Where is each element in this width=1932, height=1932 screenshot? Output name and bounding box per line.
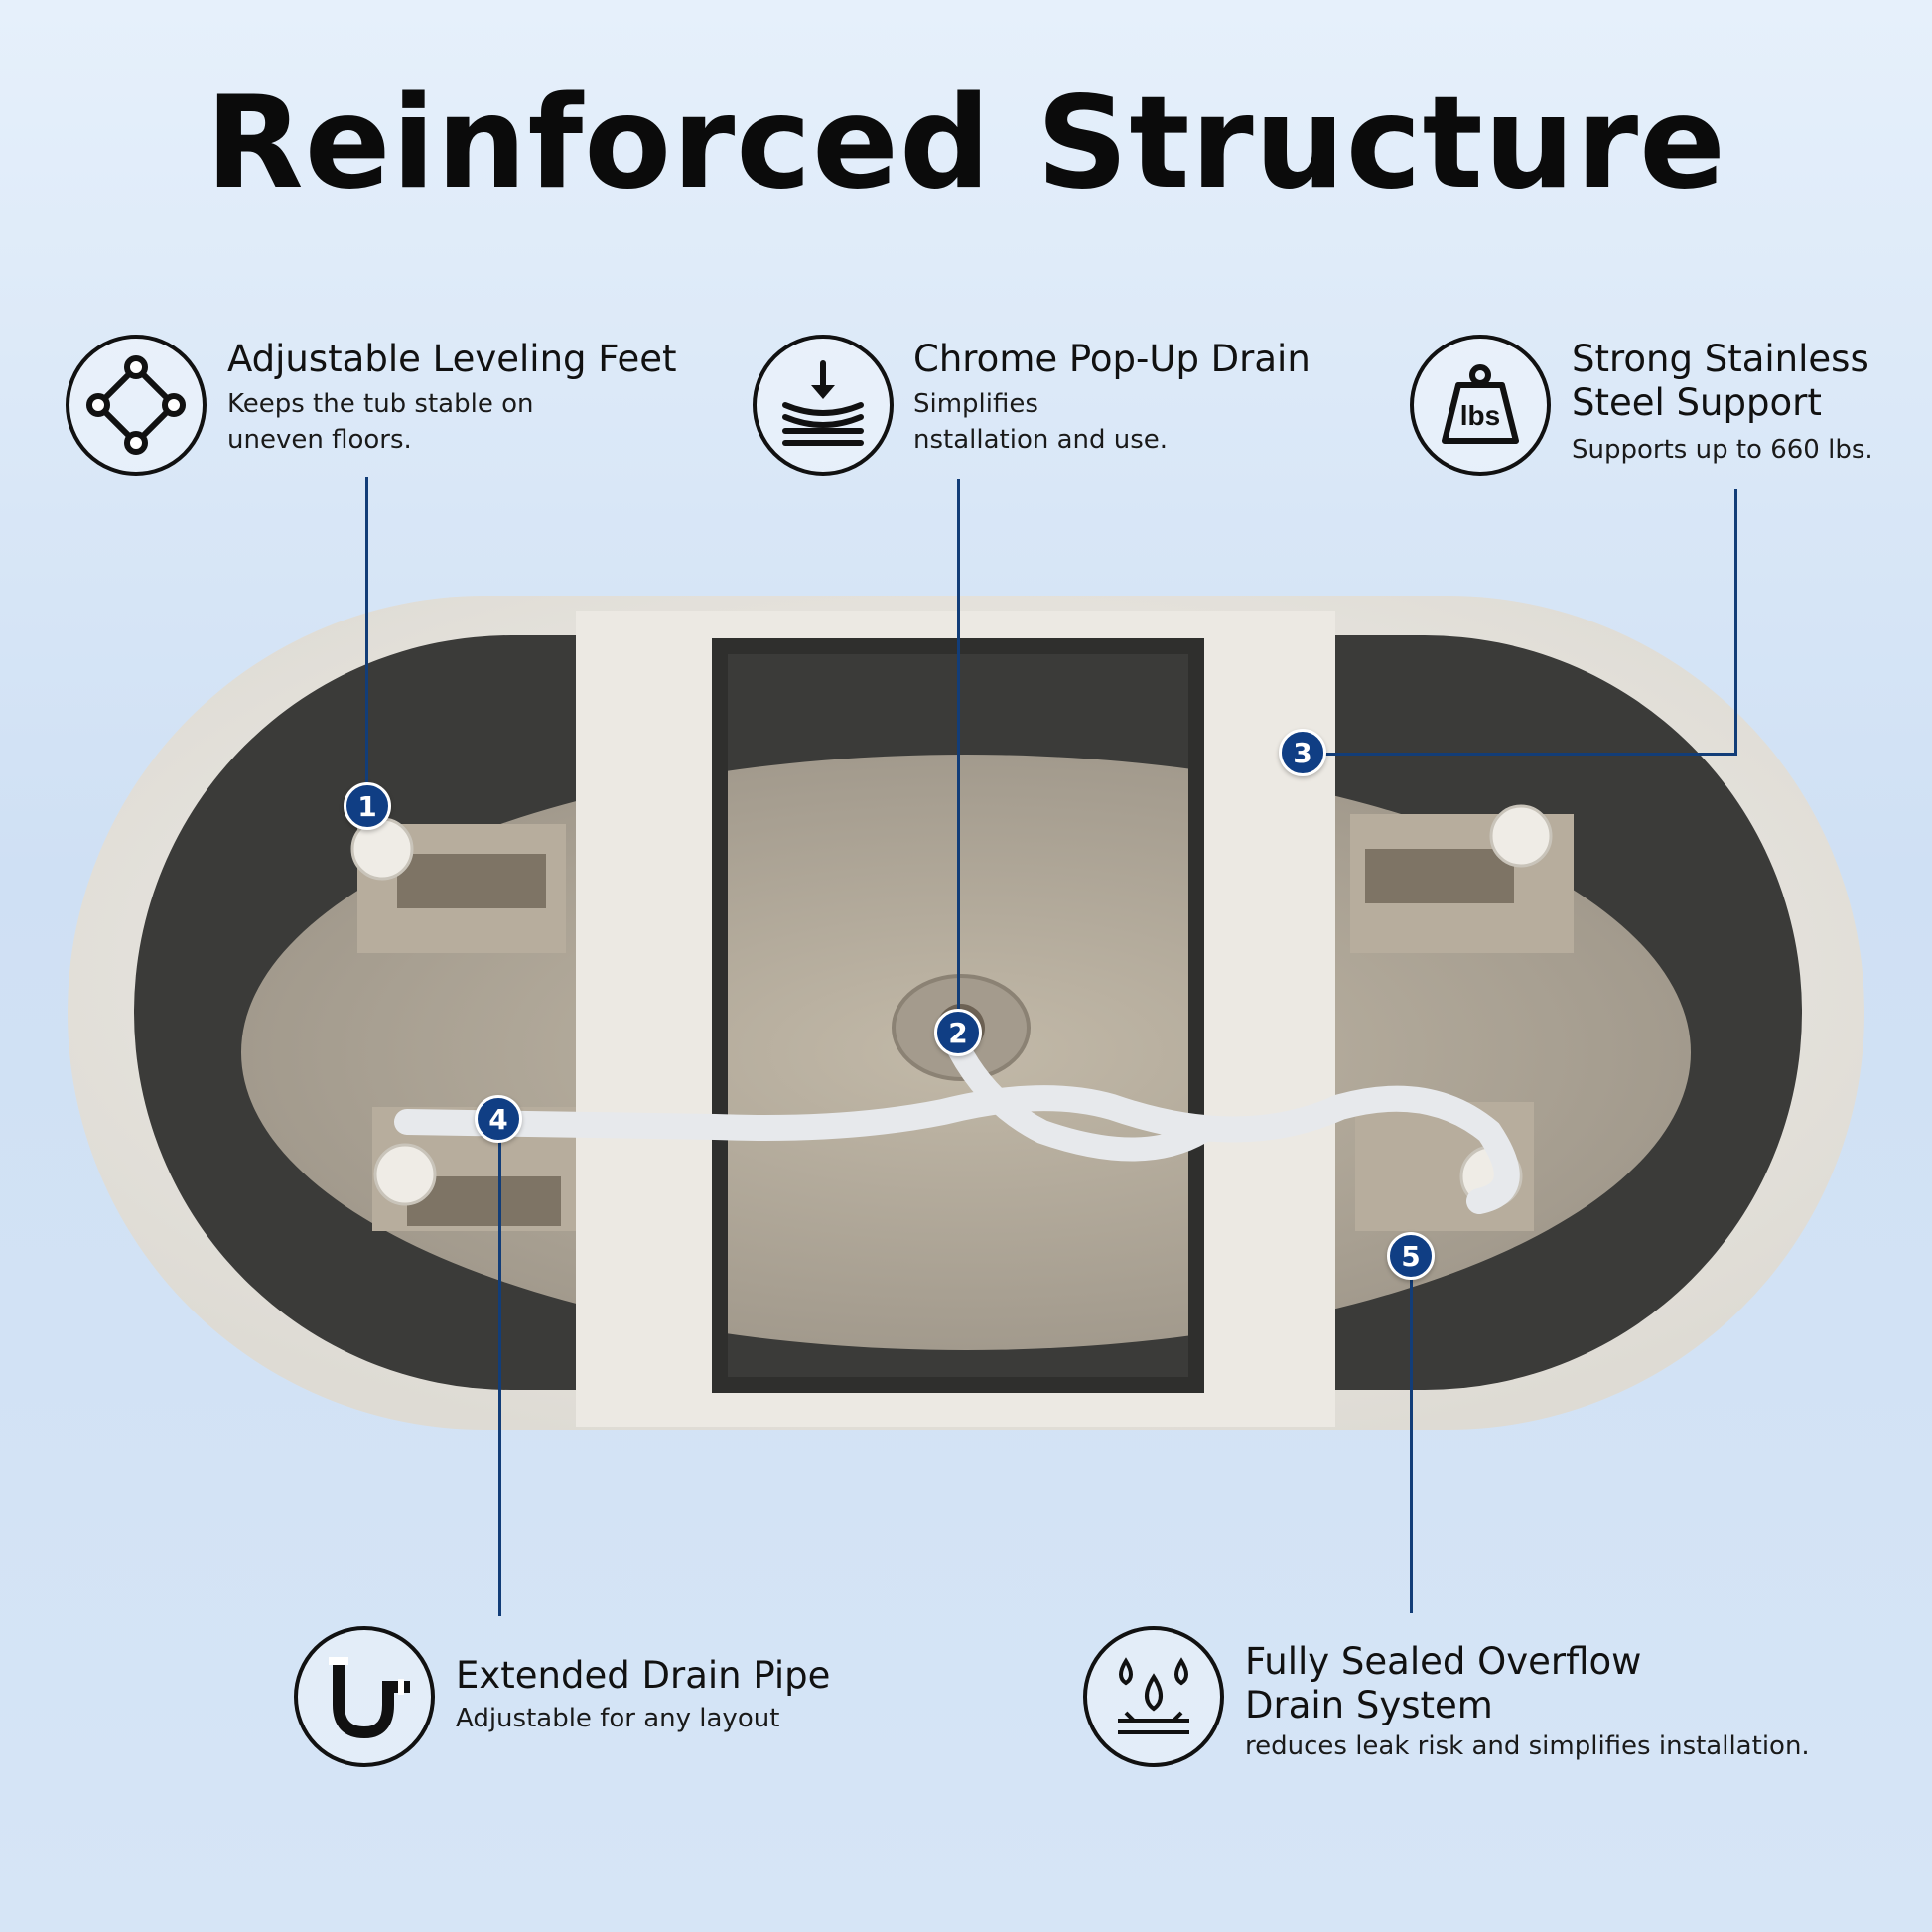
feature-title-line: Drain System xyxy=(1245,1684,1493,1726)
feature-desc-line: reduces leak risk and simplifies install… xyxy=(1245,1731,1810,1761)
feature-title: Extended Drain Pipe xyxy=(456,1654,831,1697)
feature-title-line: Steel Support xyxy=(1572,381,1822,424)
feature-title-line: Strong Stainless xyxy=(1572,338,1869,380)
leader-line-5 xyxy=(1410,1256,1413,1613)
pop-up-drain-icon xyxy=(753,335,894,476)
lbs-text: lbs xyxy=(1460,400,1500,431)
leader-line-4 xyxy=(498,1120,501,1616)
feature-title-line: Fully Sealed Overflow xyxy=(1245,1640,1642,1683)
feature-title: Chrome Pop-Up Drain xyxy=(913,338,1311,380)
marker-3: 3 xyxy=(1279,729,1326,776)
weight-lbs-icon: lbs xyxy=(1410,335,1551,476)
feature-desc-line: nstallation and use. xyxy=(913,425,1169,455)
feature-desc-line: Keeps the tub stable on xyxy=(227,389,534,419)
marker-4: 4 xyxy=(475,1095,522,1143)
feature-desc-line: Supports up to 660 lbs. xyxy=(1572,435,1873,465)
drain-pipe-icon xyxy=(294,1626,435,1767)
marker-2: 2 xyxy=(934,1009,982,1056)
leader-line-2 xyxy=(957,479,960,1035)
leader-line-3-vertical xyxy=(1734,489,1737,756)
feature-desc-line: Adjustable for any layout xyxy=(456,1704,780,1733)
feature-desc-line: uneven floors. xyxy=(227,425,412,455)
marker-1: 1 xyxy=(344,782,391,830)
leveling-feet-icon xyxy=(66,335,207,476)
page-title: Reinforced Structure xyxy=(206,69,1726,217)
leader-line-1 xyxy=(365,477,368,804)
leader-line-3-horizontal xyxy=(1303,753,1737,756)
water-drops-icon xyxy=(1083,1626,1224,1767)
feature-title: Adjustable Leveling Feet xyxy=(227,338,677,380)
marker-5: 5 xyxy=(1387,1232,1435,1280)
feature-desc-line: Simplifies xyxy=(913,389,1038,419)
